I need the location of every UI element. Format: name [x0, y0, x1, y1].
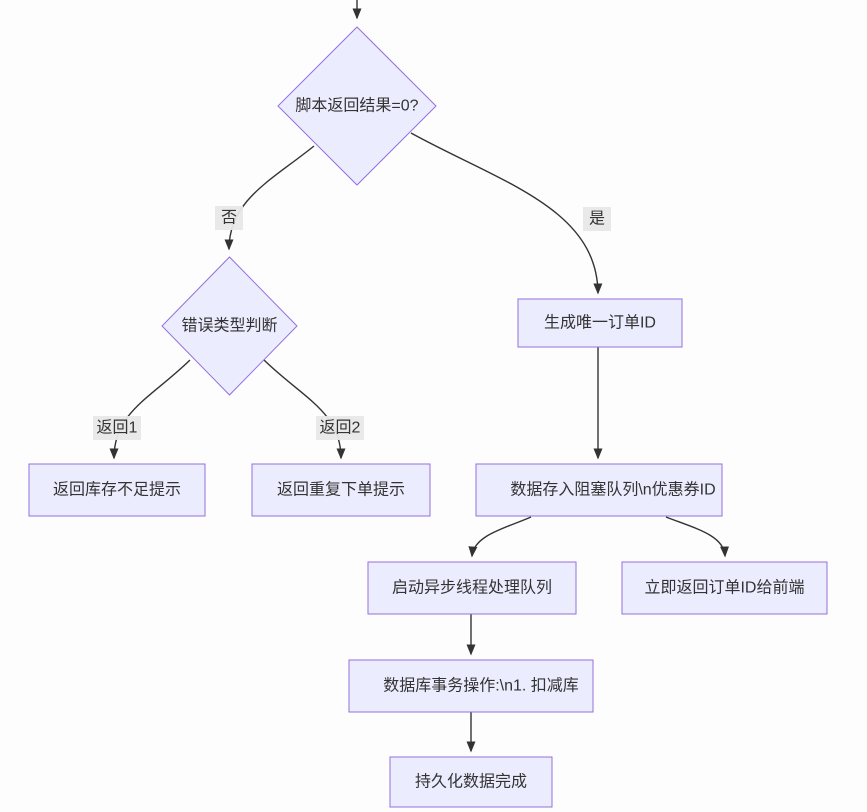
- node-start-async-thread: [367, 561, 577, 615]
- edge-error-type-return1: [109, 359, 191, 460]
- node-db-transaction: [348, 659, 594, 713]
- edge-label-return2: 返回2: [320, 419, 361, 437]
- edge-queue-to-async: [468, 516, 532, 558]
- node-decision-script-result: [277, 26, 437, 186]
- node-db-transaction-label: 数据库事务操作:\n1. 扣减库: [383, 677, 579, 695]
- node-generate-order-id-label: 生成唯一订单ID: [544, 314, 656, 332]
- node-decision-script-result-label: 脚本返回结果=0?: [295, 97, 418, 115]
- node-start-async-thread-label: 启动异步线程处理队列: [392, 579, 552, 597]
- node-return-order-id-frontend-label: 立即返回订单ID给前端: [644, 579, 804, 597]
- node-return-order-id-frontend: [621, 561, 828, 615]
- node-persist-done: [389, 756, 553, 808]
- node-return-stock-insufficient-label: 返回库存不足提示: [53, 481, 181, 499]
- node-return-stock-insufficient: [28, 463, 206, 517]
- edge-error-type-return2: [263, 359, 346, 460]
- node-store-blocking-queue-label: 数据存入阻塞队列\n优惠券ID: [510, 481, 715, 499]
- edge-label-no: 否: [221, 210, 237, 227]
- edge-label-no-bg: [215, 206, 243, 230]
- edge-label-yes: 是: [589, 211, 605, 228]
- node-persist-done-label: 持久化数据完成: [415, 773, 527, 791]
- edge-label-return1-bg: [93, 416, 141, 440]
- node-return-duplicate-order-label: 返回重复下单提示: [277, 481, 405, 499]
- edge-label-return2-bg: [316, 416, 364, 440]
- node-decision-error-type: [161, 256, 298, 396]
- edge-label-return1: 返回1: [97, 419, 138, 437]
- edge-script-check-yes: [410, 132, 603, 295]
- edge-label-yes-bg: [583, 207, 611, 231]
- node-return-duplicate-order: [251, 463, 431, 517]
- edge-queue-to-frontend: [665, 516, 730, 558]
- edge-script-check-no: [224, 145, 315, 251]
- node-decision-error-type-label: 错误类型判断: [181, 317, 277, 335]
- node-generate-order-id: [517, 298, 683, 348]
- node-store-blocking-queue: [475, 463, 723, 517]
